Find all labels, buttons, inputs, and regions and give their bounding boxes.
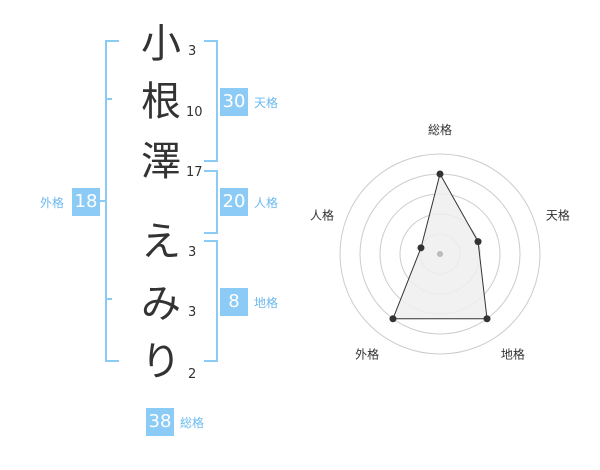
radar-area (392, 172, 488, 320)
radar-point-2 (474, 238, 482, 246)
surname-char-3: 澤 (141, 139, 181, 185)
given-stroke-3: 2 (188, 367, 197, 382)
radar-point-3 (483, 315, 491, 323)
radar-point-4 (389, 315, 397, 323)
given-char-3: り (141, 339, 181, 385)
chikaku-value: 8 (220, 288, 248, 316)
soukaku-value: 38 (146, 408, 174, 436)
soukaku-label: 総格 (180, 416, 205, 430)
radar-point-5 (417, 244, 425, 252)
gaikaku-connector (96, 200, 105, 202)
surname-stroke-1: 3 (188, 44, 197, 59)
surname-char-2: 根 (141, 79, 181, 125)
radar-ring (339, 153, 541, 355)
surname-stroke-3: 17 (186, 165, 203, 180)
bracket-tick-2 (105, 298, 112, 300)
radar-axis-label-5: 人格 (310, 208, 334, 223)
radar-axis-label-1: 総格 (428, 122, 452, 137)
gaikaku-value: 18 (72, 188, 100, 216)
surname-stroke-2: 10 (186, 105, 203, 120)
radar-axis-label-2: 天格 (546, 208, 570, 223)
radar-axis-label-3: 地格 (501, 346, 525, 361)
tenkaku-bracket (204, 40, 218, 162)
tenkaku-value: 30 (220, 88, 248, 116)
tenkaku-label: 天格 (254, 96, 279, 110)
jinkaku-label: 人格 (254, 196, 279, 210)
chikaku-bracket (204, 240, 218, 362)
given-char-1: え (141, 219, 181, 265)
radar-center-point (437, 251, 443, 257)
jinkaku-bracket (204, 170, 218, 234)
surname-char-1: 小 (141, 21, 181, 67)
bracket-tick-1 (105, 98, 112, 100)
gaikaku-label: 外格 (40, 196, 65, 210)
given-char-2: み (141, 281, 181, 327)
given-stroke-1: 3 (188, 245, 197, 260)
chikaku-label: 地格 (254, 296, 279, 310)
radar-point-1 (436, 170, 444, 178)
given-stroke-2: 3 (188, 305, 197, 320)
gaikaku-bracket (105, 40, 119, 362)
jinkaku-value: 20 (220, 188, 248, 216)
radar-axis-label-4: 外格 (355, 346, 379, 361)
